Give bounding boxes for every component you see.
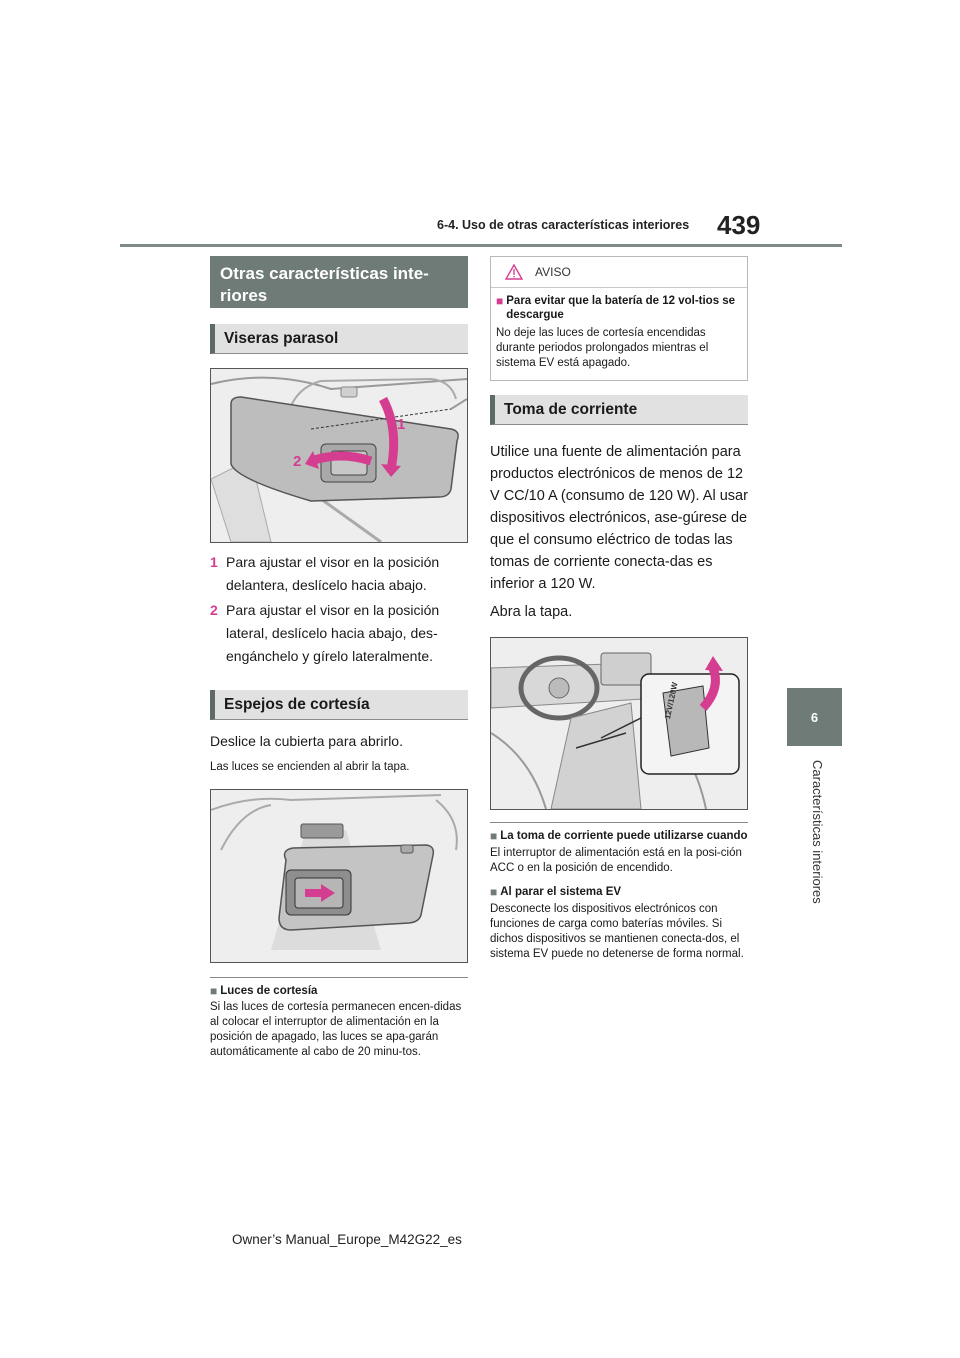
note-divider [490, 822, 748, 823]
right-column: AVISO ■ Para evitar que la batería de 12… [490, 256, 748, 962]
power-open: Abra la tapa. [490, 604, 573, 620]
square-bullet-icon: ■ [210, 984, 218, 998]
power-intro: Utilice una fuente de alimentación para … [490, 444, 748, 592]
square-bullet-icon: ■ [496, 294, 504, 308]
note-divider [210, 977, 468, 978]
note-title-text: Luces de cortesía [220, 985, 318, 997]
note-title-text: La toma de corriente puede utilizarse cu… [500, 830, 748, 842]
note-title: ■ Al parar el sistema EV [490, 885, 748, 899]
warning-triangle-icon [505, 264, 523, 280]
warning-header: AVISO [491, 257, 747, 287]
mirror-note: Las luces se encienden al abrir la tapa. [210, 761, 410, 773]
power-outlet-illustration [491, 638, 747, 809]
step-number: 1 [210, 554, 218, 570]
footer-text: Owner’s Manual_Europe_M42G22_es [232, 1232, 462, 1247]
sun-visor-illustration [211, 369, 467, 542]
figure-label-2: 2 [293, 453, 302, 470]
note-text: El interruptor de alimentación está en l… [490, 847, 742, 874]
left-column: Otras características inte-riores Visera… [210, 256, 468, 1060]
warning-box: AVISO ■ Para evitar que la batería de 12… [490, 256, 748, 381]
step-number: 2 [210, 602, 218, 618]
note-text: Desconecte los dispositivos electrónicos… [490, 903, 744, 960]
note-title-text: Al parar el sistema EV [500, 886, 622, 898]
note-text: Si las luces de cortesía permanecen ence… [210, 1001, 462, 1058]
step-text: Para ajustar el visor en la posición lat… [226, 602, 440, 664]
note-title: ■ Luces de cortesía [210, 984, 468, 998]
square-bullet-icon: ■ [490, 829, 498, 843]
header-rule [120, 244, 842, 247]
subsection-title-power: Toma de corriente [490, 395, 748, 425]
vanity-mirror-illustration [211, 790, 467, 962]
section-title: Otras características inte-riores [210, 256, 468, 308]
figure-label-1: 1 [397, 416, 406, 433]
visor-steps: 1 Para ajustar el visor en la posición d… [210, 551, 468, 668]
step-item: 1 Para ajustar el visor en la posición d… [210, 551, 468, 597]
warning-divider [491, 287, 747, 288]
warning-title: ■ Para evitar que la batería de 12 vol-t… [491, 288, 747, 322]
sun-visor-figure: 1 2 [210, 368, 468, 543]
running-header: 6-4. Uso de otras características interi… [437, 218, 690, 232]
mirror-intro: Deslice la cubierta para abrirlo. [210, 733, 403, 749]
page-number: 439 [717, 210, 761, 240]
note-title: ■ La toma de corriente puede utilizarse … [490, 829, 748, 843]
step-text: Para ajustar el visor en la posición del… [226, 554, 440, 593]
subsection-title-visors: Viseras parasol [210, 324, 468, 354]
step-item: 2 Para ajustar el visor en la posición l… [210, 599, 468, 668]
warning-text: No deje las luces de cortesía encendidas… [496, 327, 709, 369]
warning-label: AVISO [535, 265, 571, 279]
warning-title-text: Para evitar que la batería de 12 vol-tio… [506, 295, 736, 321]
vanity-mirror-figure [210, 789, 468, 963]
power-outlet-figure: 12V/120W [490, 637, 748, 810]
subsection-title-mirrors: Espejos de cortesía [210, 690, 468, 720]
chapter-label: Características interiores [810, 760, 825, 904]
chapter-tab: 6 [787, 688, 842, 746]
square-bullet-icon: ■ [490, 885, 498, 899]
